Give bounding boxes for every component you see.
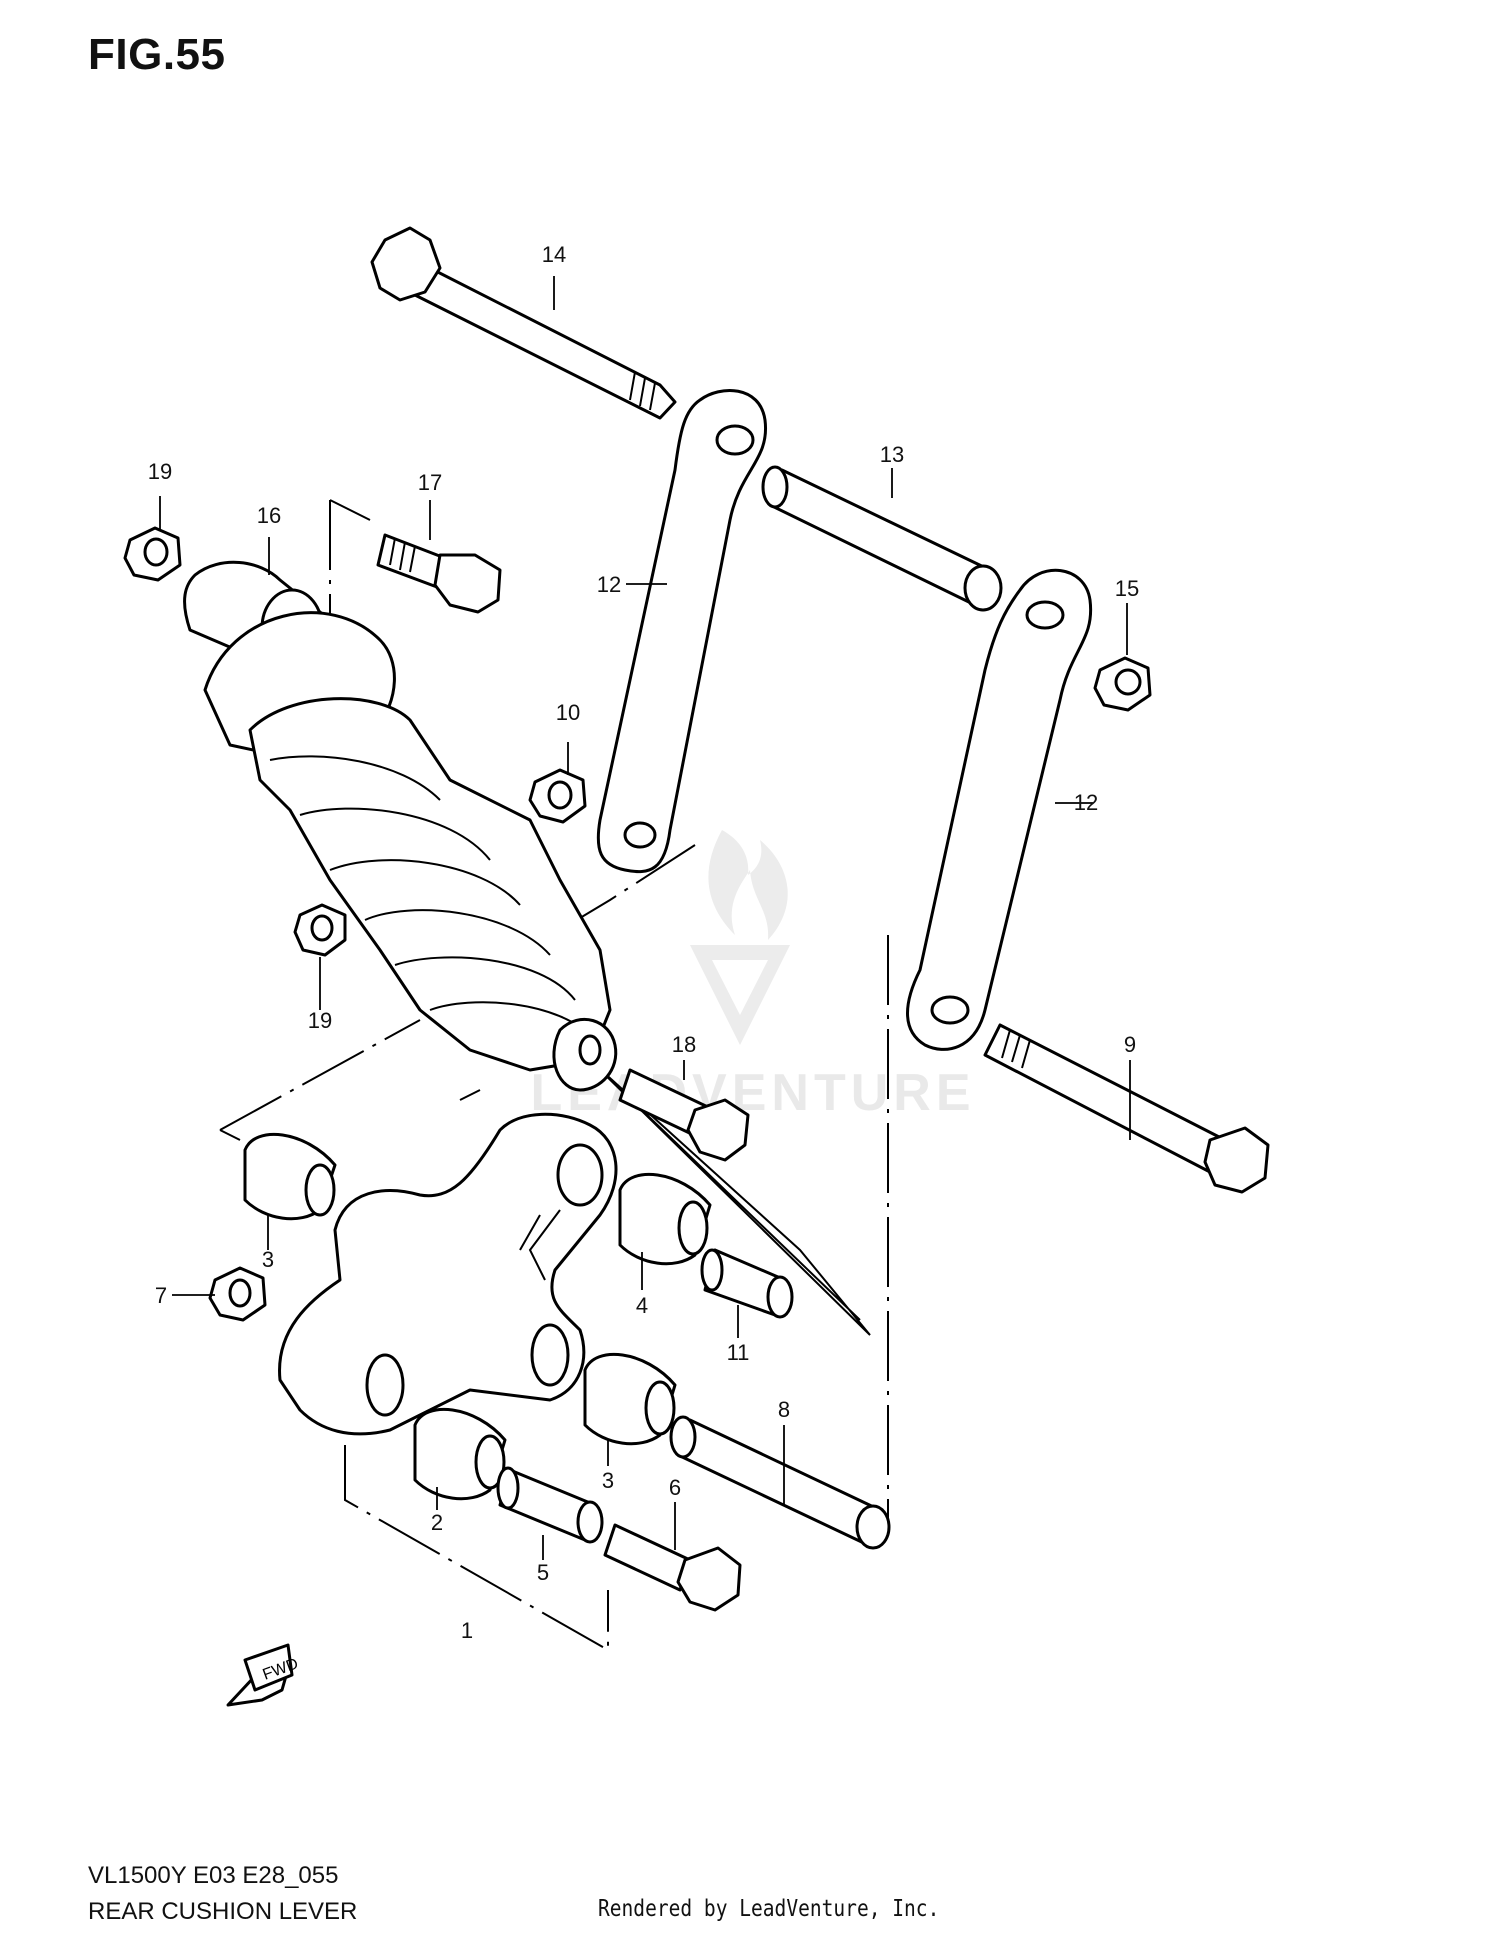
callout-1: 1 [461, 1618, 473, 1643]
part-6-bolt [603, 1523, 742, 1612]
callout-12-left: 12 [597, 572, 621, 597]
callout-12-right: 12 [1074, 790, 1098, 815]
callout-5: 5 [537, 1560, 549, 1585]
callout-11: 11 [727, 1340, 750, 1365]
fwd-arrow-icon: FWD [226, 1643, 301, 1707]
callout-numbers: 14 12 13 12 15 19 16 17 10 19 18 9 3 7 4… [148, 242, 1139, 1643]
part-11-sleeve [700, 1248, 794, 1319]
callout-3-right: 3 [602, 1468, 614, 1493]
callout-8: 8 [778, 1397, 790, 1422]
callout-6: 6 [669, 1475, 681, 1500]
figure-title: FIG.55 [88, 30, 226, 79]
part-2-bushing [413, 1407, 507, 1501]
callout-9: 9 [1124, 1032, 1136, 1057]
callout-19-top: 19 [148, 459, 172, 484]
callout-4: 4 [636, 1293, 648, 1318]
part-19-nut-lower [293, 903, 347, 957]
part-16-rear-shock-absorber [183, 560, 618, 1092]
part-12-link-left [596, 389, 768, 874]
leader-lines [159, 276, 1131, 1560]
callout-17: 17 [418, 470, 442, 495]
part-7-nut [208, 1266, 267, 1322]
part-19-nut-top [123, 526, 182, 582]
part-15-nut [1093, 656, 1152, 712]
callout-13: 13 [880, 442, 904, 467]
callout-7: 7 [155, 1283, 167, 1308]
callout-19-lower: 19 [308, 1008, 332, 1033]
callout-18: 18 [672, 1032, 696, 1057]
part-12-link-right [906, 568, 1093, 1051]
part-3-bushing-left [243, 1132, 337, 1221]
callout-10: 10 [556, 700, 580, 725]
part-13-sleeve [761, 465, 1003, 612]
callout-3-left: 3 [262, 1247, 274, 1272]
callout-2: 2 [431, 1510, 443, 1535]
part-18-bolt [618, 1068, 750, 1162]
part-14-bolt [370, 226, 677, 420]
part-5-sleeve [496, 1466, 604, 1544]
render-credit: Rendered by LeadVenture, Inc. [598, 1896, 940, 1922]
diagram-name: REAR CUSHION LEVER [88, 1898, 358, 1925]
model-code: VL1500Y E03 E28_055 [88, 1862, 339, 1889]
part-17-bolt [376, 533, 502, 614]
callout-15: 15 [1115, 576, 1139, 601]
callout-14: 14 [542, 242, 566, 267]
part-9-bolt [983, 1023, 1270, 1194]
part-4-bushing [618, 1172, 712, 1266]
part-8-sleeve [669, 1415, 891, 1550]
part-10-nut [528, 768, 587, 824]
part-1-cushion-lever [278, 1112, 618, 1436]
callout-16: 16 [257, 503, 281, 528]
part-3-bushing-right [583, 1352, 677, 1446]
